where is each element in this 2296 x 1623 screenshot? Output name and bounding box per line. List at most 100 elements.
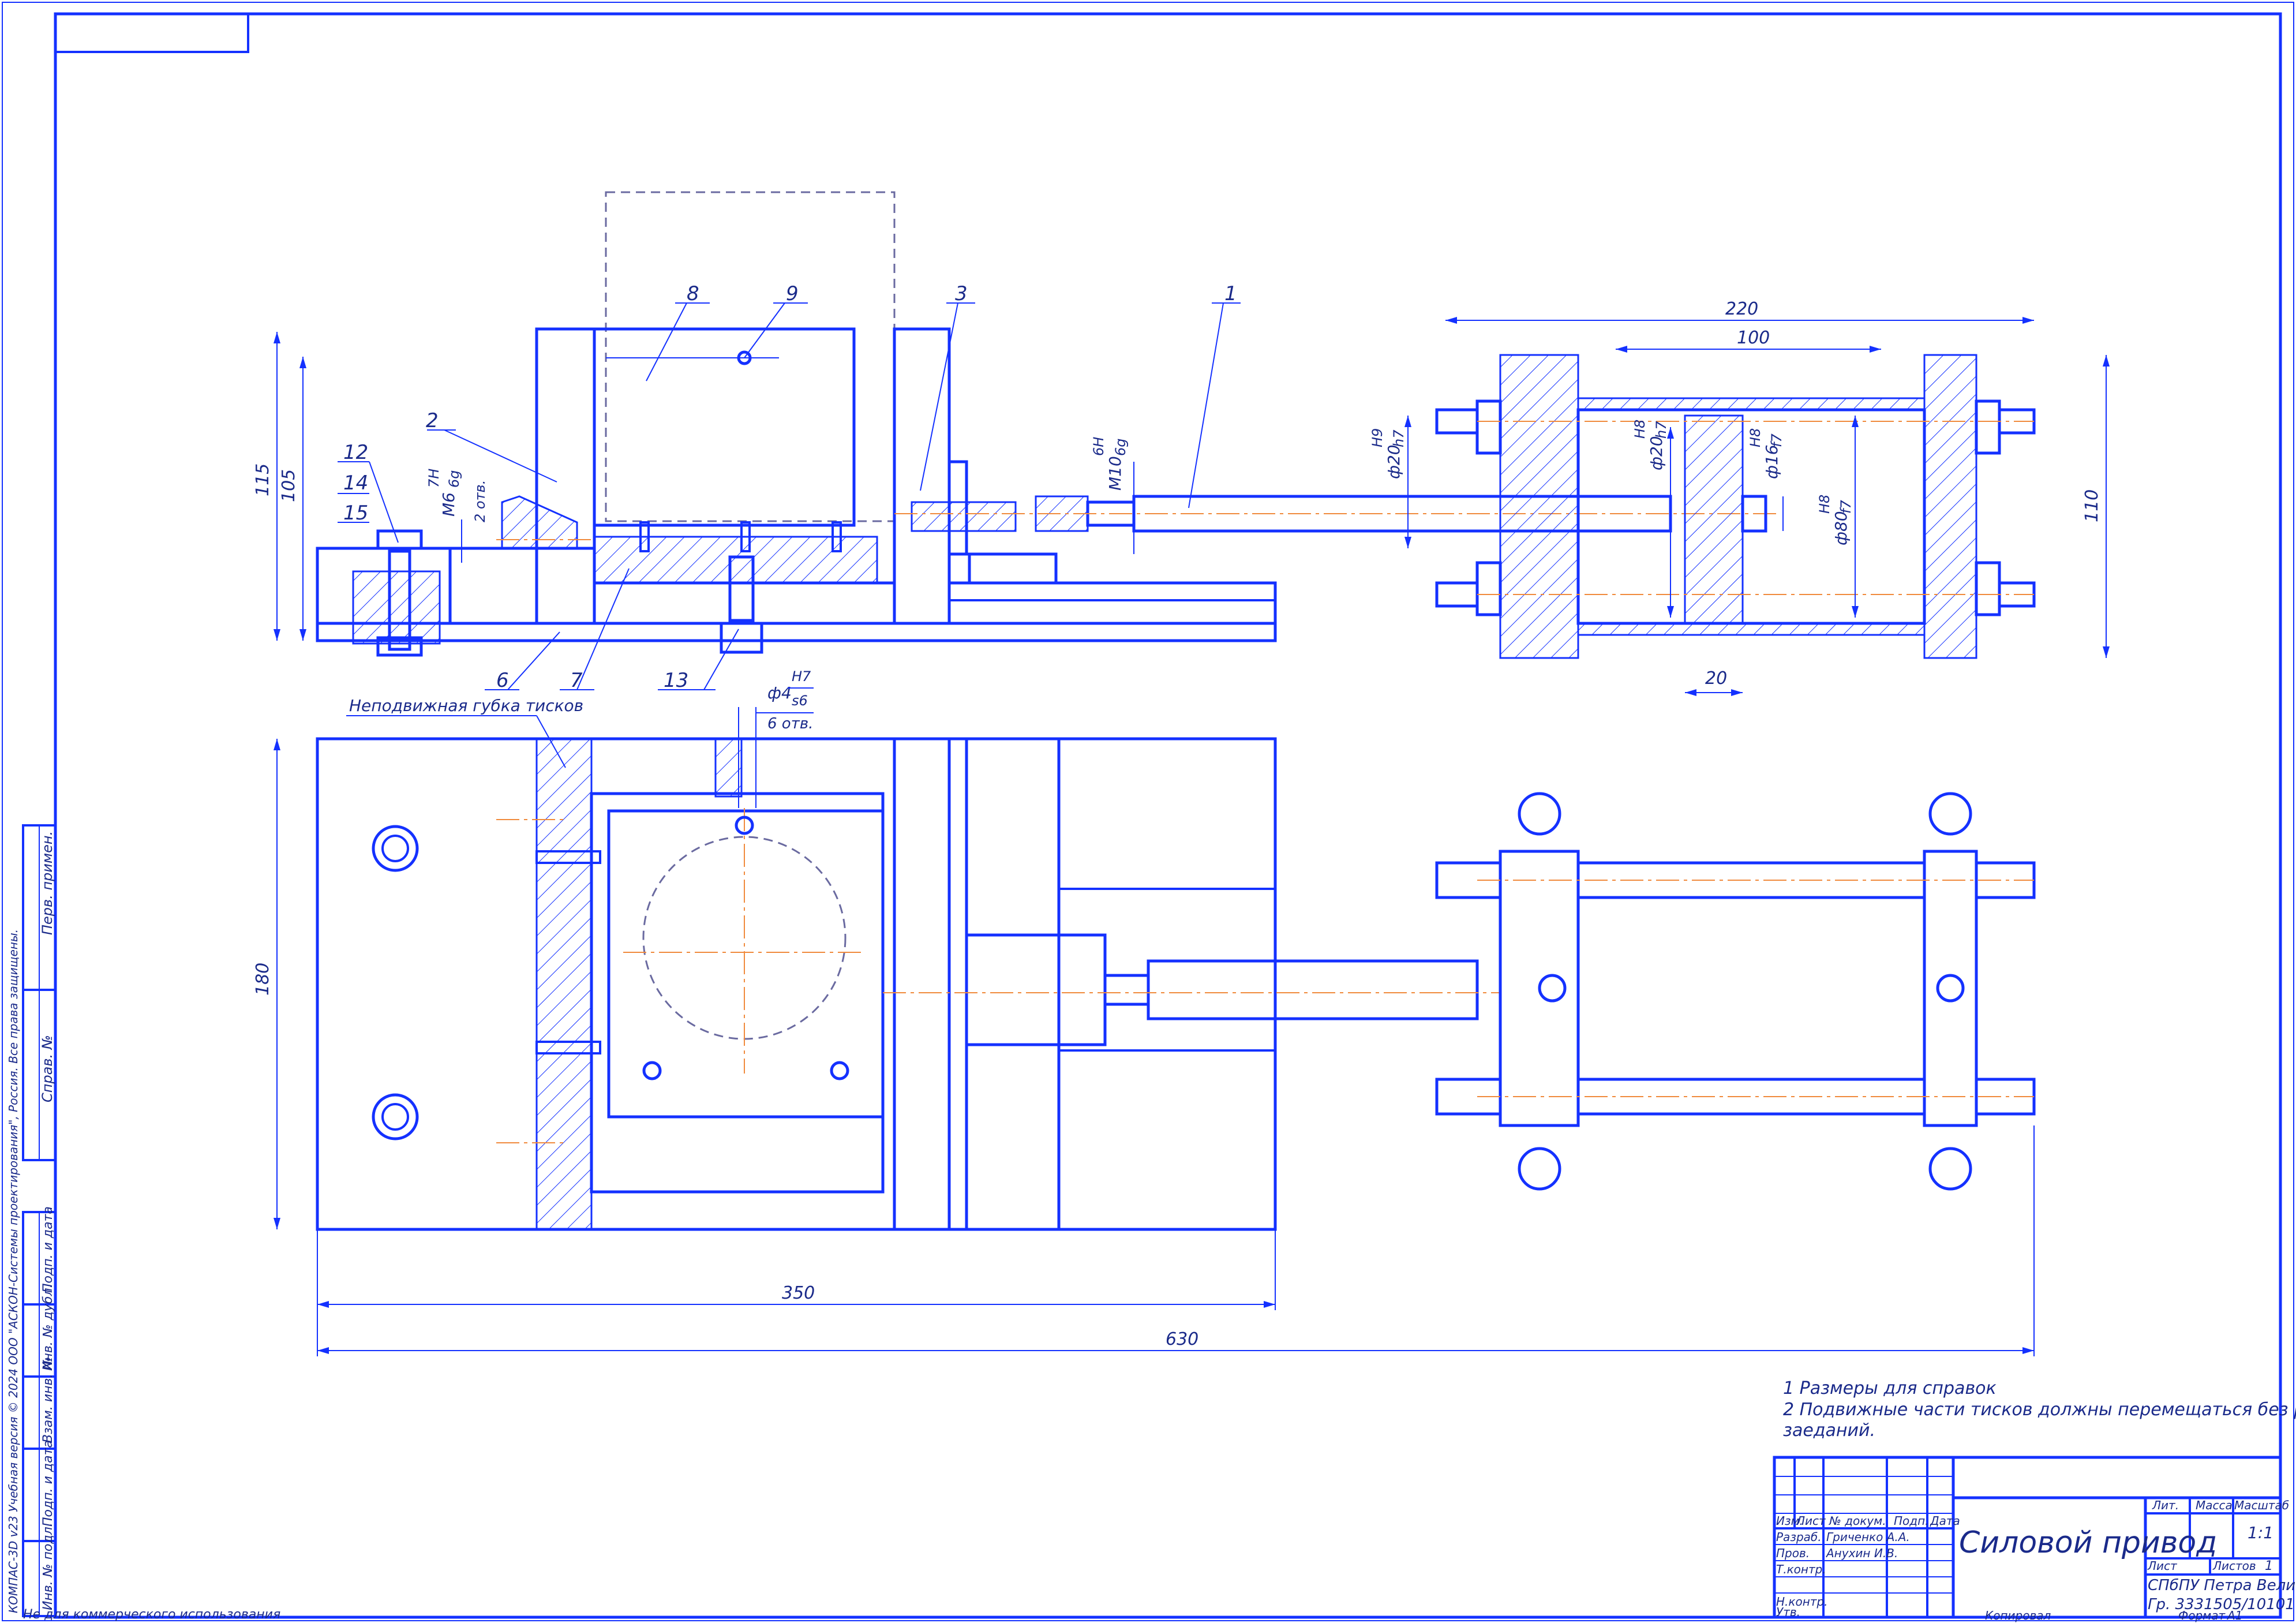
kopiroval: Копировал [1985, 1609, 2051, 1622]
row-utv: Утв. [1776, 1605, 1800, 1619]
carriage-7 [593, 536, 878, 584]
phi16-top: H8 [1747, 428, 1763, 447]
phi20b-main: ф20 [1647, 436, 1666, 470]
stamp-podp-data-2: Подп. и дата [41, 1440, 55, 1527]
note-2a: 2 Подвижные части тисков должны перемеща… [1783, 1400, 2296, 1420]
dim-180: 180 [253, 963, 273, 996]
phi20a-main: ф20 [1384, 444, 1403, 479]
callout-6: 6 [496, 669, 509, 692]
col-list: Лист [1796, 1514, 1826, 1528]
dimension-values: 115 105 220 100 110 20 180 350 630 [253, 299, 2102, 1349]
masshtab-label: Масштаб [2234, 1498, 2289, 1512]
phi80-main: ф80 [1831, 511, 1851, 545]
col-podp: Подп. [1894, 1514, 1929, 1528]
listov-value: 1 [2265, 1559, 2273, 1573]
callout-9: 9 [786, 282, 799, 305]
callout-3: 3 [955, 282, 968, 305]
piston [1684, 414, 1744, 624]
callout-14: 14 [343, 472, 368, 495]
dimension-lines [274, 317, 2110, 1356]
side-stamp: Перв. примен. Справ. № Подп. и дата Инв.… [6, 824, 280, 1622]
phi20b-top: H8 [1632, 420, 1648, 439]
m6-main: M6 [439, 492, 458, 517]
software-notice: КОМПАС-3D v23 Учебная версия © 2024 ООО … [6, 929, 20, 1613]
stamp-inv-podl: Инв. № подл. [41, 1523, 55, 1610]
col-data: Дата [1930, 1514, 1960, 1528]
row-tkontr: Т.контр. [1776, 1562, 1826, 1576]
razrab-name: Гриченко А.А. [1826, 1530, 1910, 1544]
phi4-main: ф4 [767, 683, 792, 702]
phi4-bot: s6 [792, 693, 808, 709]
col-ndoc: № докум. [1829, 1514, 1886, 1528]
cylinder-plan [1435, 792, 2036, 1191]
base-plate [316, 622, 1277, 642]
cylinder-left-flange [1499, 354, 1579, 659]
callout-13: 13 [664, 669, 688, 692]
phi4-note: 6 отв. [767, 715, 813, 732]
note-2b: заеданий. [1783, 1420, 1875, 1441]
format-value: A1 [2226, 1609, 2242, 1622]
stamp-inv-dubl: Инв. № дубл. [41, 1284, 55, 1371]
phi20b-bot: h7 [1653, 421, 1669, 439]
listov-label: Листов [2212, 1559, 2256, 1573]
phi20a-bot: h7 [1391, 429, 1407, 447]
prov-name: Анухин И.В. [1825, 1546, 1898, 1560]
plan-bolt-bottom [372, 1093, 419, 1140]
m6-top: 7H [426, 469, 442, 488]
dim-110: 110 [2082, 489, 2102, 522]
technical-notes: 1 Размеры для справок 2 Подвижные части … [1783, 1378, 2296, 1441]
callout-numbers: 2 8 9 3 1 6 7 13 12 14 15 [343, 282, 1237, 692]
callout-8: 8 [687, 282, 699, 305]
stamp-podp-data-1: Подп. и дата [41, 1206, 55, 1293]
lit-label: Лит. [2152, 1498, 2179, 1512]
phi80-bot: f7 [1838, 500, 1854, 514]
list-label: Лист [2147, 1559, 2178, 1573]
leader-lines [338, 302, 1241, 768]
col-izm: Изм. [1776, 1514, 1803, 1528]
fit-annotations: M6 7H 6g 2 отв. M10 6H 6g ф20 H9 h7 ф20 … [426, 420, 1854, 732]
jaw-3 [893, 327, 951, 625]
org-line-1: СПбПУ Петра Великого [2148, 1577, 2296, 1594]
cylinder-right-flange [1923, 354, 1977, 659]
phi20a-top: H9 [1369, 428, 1385, 447]
callout-7: 7 [570, 669, 583, 692]
front-section-view [316, 191, 1777, 657]
callout-12: 12 [343, 441, 368, 464]
plan-view [316, 737, 1500, 1231]
row-razrab: Разраб. [1776, 1530, 1822, 1544]
row-prov: Пров. [1776, 1546, 1810, 1560]
row-nkontr: Н.контр. [1776, 1595, 1828, 1609]
m10-top: 6H [1091, 437, 1107, 456]
m6-note: 2 отв. [472, 480, 488, 522]
drawing-title: Силовой привод [1959, 1525, 2217, 1560]
phi4-top: H7 [792, 668, 811, 685]
scale-value: 1:1 [2248, 1523, 2273, 1542]
dim-105: 105 [279, 469, 299, 502]
base-hatch-left [352, 570, 441, 645]
format-label: Формат [2178, 1609, 2226, 1622]
dim-630: 630 [1166, 1329, 1198, 1349]
m10-bot: 6g [1113, 438, 1129, 456]
title-block: Изм. Лист № докум. Подп. Дата Разраб. Пр… [1773, 1456, 2296, 1622]
fixed-jaw-label: Неподвижная губка тисков [349, 696, 583, 715]
callout-1: 1 [1224, 282, 1237, 305]
org-line-2: Гр. 3331505/10101 [2148, 1596, 2295, 1613]
dim-350: 350 [782, 1283, 815, 1303]
stamp-perv-primen: Перв. примен. [39, 831, 55, 935]
stamp-sprav-no: Справ. № [39, 1035, 55, 1102]
callout-2: 2 [426, 409, 439, 432]
phi16-bot: f7 [1769, 433, 1785, 447]
dim-100: 100 [1737, 328, 1770, 348]
dim-115: 115 [253, 463, 273, 496]
callout-15: 15 [343, 502, 368, 525]
phi80-top: H8 [1816, 495, 1833, 514]
jaw-block-8 [593, 327, 856, 527]
plan-bolt-top [372, 825, 419, 872]
plan-fixed-jaw [535, 738, 593, 1231]
noncommercial-notice: Не для коммерческого использования [23, 1607, 280, 1622]
m10-main: M10 [1106, 456, 1125, 491]
dim-220: 220 [1725, 299, 1758, 319]
phi16-main: ф16 [1762, 444, 1781, 479]
m6-bot: 6g [446, 470, 462, 488]
